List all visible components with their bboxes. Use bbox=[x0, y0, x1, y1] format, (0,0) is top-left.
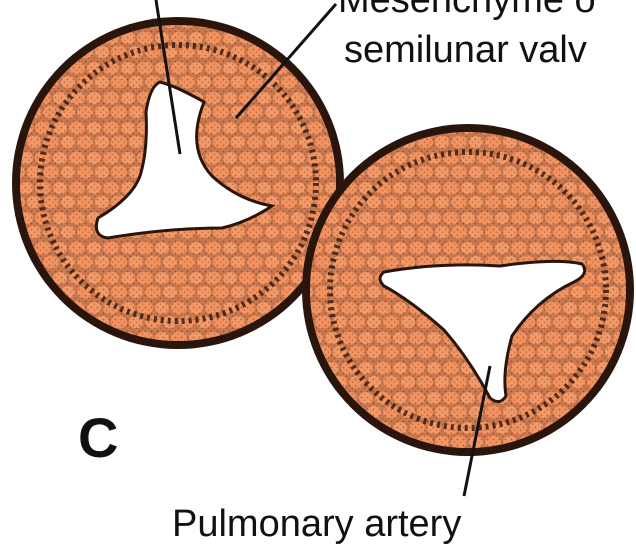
mesenchyme-label-line2: semilunar valv bbox=[344, 28, 587, 72]
pulmonary-artery-label: Pulmonary artery bbox=[172, 502, 461, 546]
pulmonary-artery-cross-section bbox=[302, 124, 634, 456]
aorta-cross-section bbox=[12, 17, 344, 349]
mesenchyme-label-line1: Mesenchyme o bbox=[338, 0, 596, 22]
panel-letter: C bbox=[78, 408, 118, 468]
